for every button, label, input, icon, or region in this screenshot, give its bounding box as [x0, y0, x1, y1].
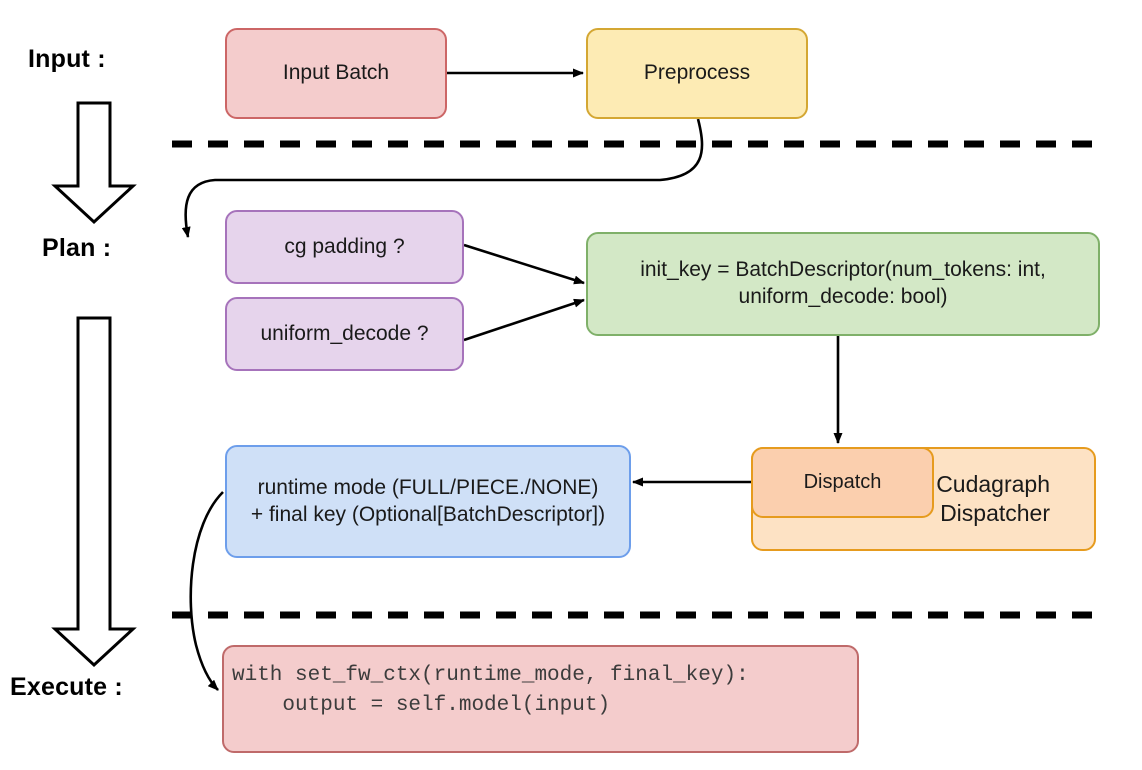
node-uniform-decode-label: uniform_decode ?	[260, 321, 429, 345]
connector-uniform-decode-to-init-key	[463, 298, 585, 342]
node-dispatch[interactable]: Dispatch	[751, 447, 934, 518]
node-runtime-mode[interactable]: runtime mode (FULL/PIECE./NONE) + final …	[225, 445, 631, 558]
node-cudagraph-dispatcher-line1: Cudagraph	[936, 470, 1050, 497]
node-preprocess-label: Preprocess	[643, 61, 751, 85]
block-arrow-input-to-plan	[51, 101, 137, 225]
node-cudagraph-dispatcher-line2: Dispatcher	[940, 500, 1050, 526]
connector-cg-padding-to-init-key	[463, 243, 585, 285]
node-cg-padding-label: cg padding ?	[284, 234, 405, 258]
node-init-key-line2: uniform_decode: bool)	[738, 285, 948, 308]
block-arrow-plan-to-execute	[51, 316, 137, 668]
node-execute-code-line2: output = self.model(input)	[232, 693, 611, 717]
node-preprocess[interactable]: Preprocess	[586, 28, 808, 119]
node-init-key-line1: init_key = BatchDescriptor(num_tokens: i…	[640, 258, 1046, 282]
node-execute-code-line1: with set_fw_ctx(runtime_mode, final_key)…	[232, 664, 749, 687]
stage-label-plan: Plan :	[42, 234, 112, 262]
connector-runtime-mode-to-execute-code	[189, 491, 224, 691]
node-cg-padding[interactable]: cg padding ?	[225, 210, 464, 284]
node-input-batch[interactable]: Input Batch	[225, 28, 447, 119]
node-uniform-decode[interactable]: uniform_decode ?	[225, 297, 464, 371]
node-runtime-mode-line2: + final key (Optional[BatchDescriptor])	[250, 502, 606, 526]
node-dispatch-label: Dispatch	[803, 470, 882, 493]
node-input-batch-label: Input Batch	[282, 61, 390, 85]
node-init-key[interactable]: init_key = BatchDescriptor(num_tokens: i…	[586, 232, 1100, 336]
node-execute-code[interactable]: with set_fw_ctx(runtime_mode, final_key)…	[222, 645, 859, 753]
stage-label-execute: Execute :	[10, 673, 123, 701]
stage-label-input: Input :	[28, 45, 106, 73]
node-runtime-mode-line1: runtime mode (FULL/PIECE./NONE)	[257, 475, 599, 499]
